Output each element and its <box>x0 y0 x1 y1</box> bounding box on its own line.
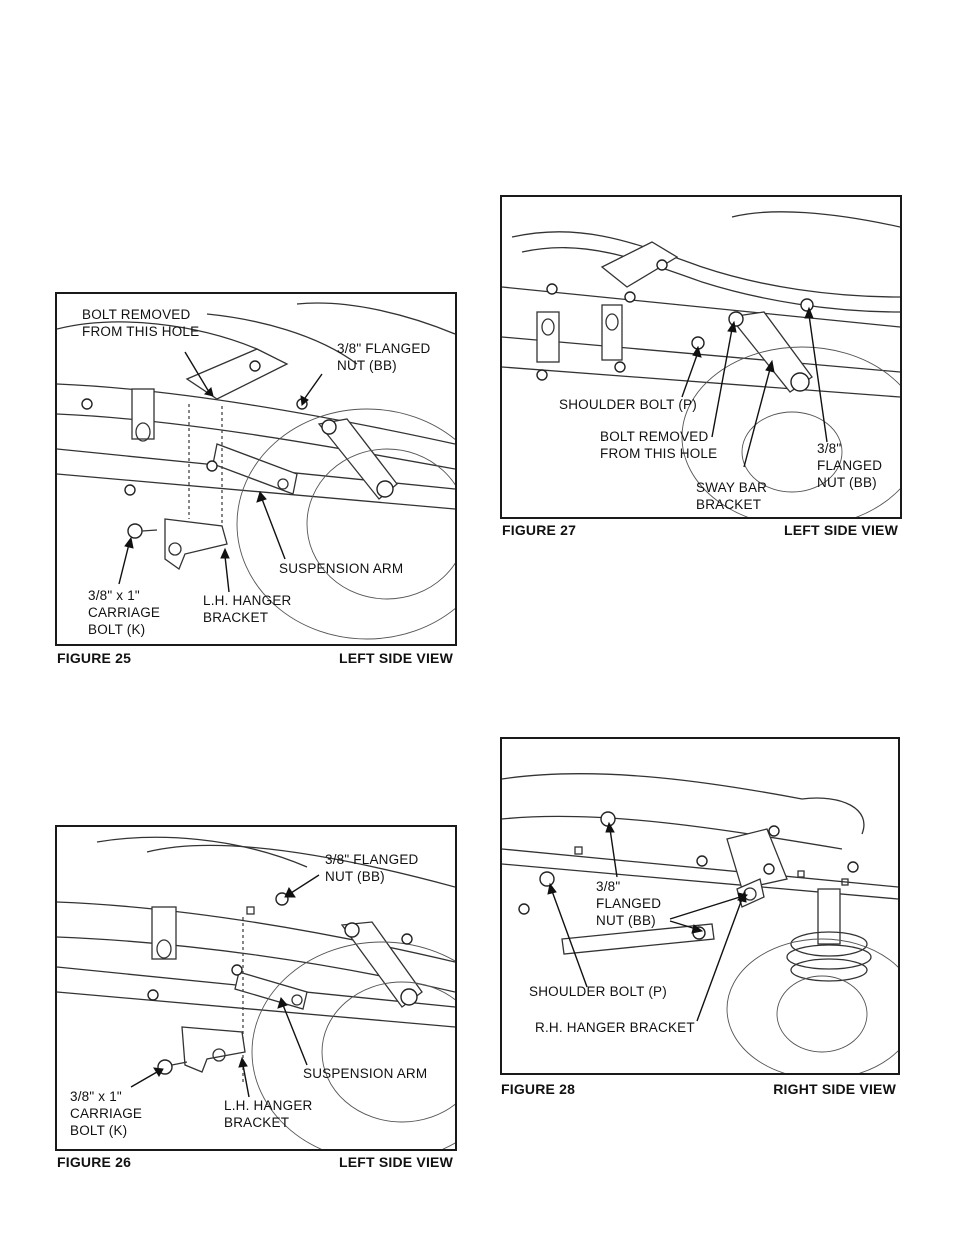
fig26-label-carriage-bolt: 3/8" x 1" CARRIAGE BOLT (K) <box>70 1089 143 1138</box>
figure-28-view: RIGHT SIDE VIEW <box>773 1081 896 1097</box>
fig27-label-flanged-nut: 3/8" FLANGED NUT (BB) <box>817 441 883 490</box>
fig27-label-sway-bar-bracket: SWAY BAR BRACKET <box>696 480 768 512</box>
figure-26-view: LEFT SIDE VIEW <box>338 1154 453 1170</box>
figure-28-drawing <box>502 773 898 1073</box>
figure-25-drawing <box>57 302 455 640</box>
fig25-label-hanger-bracket: L.H. HANGER BRACKET <box>203 593 292 625</box>
figure-25-view: LEFT SIDE VIEW <box>338 650 453 666</box>
fig26-label-suspension-arm: SUSPENSION ARM <box>303 1066 428 1081</box>
fig27-label-shoulder-bolt: SHOULDER BOLT (P) <box>559 397 697 412</box>
figure-26-illustration: 3/8" FLANGED NUT (BB) SUSPENSION ARM 3/8… <box>55 825 457 1151</box>
fig28-label-shoulder-bolt: SHOULDER BOLT (P) <box>529 984 667 999</box>
fig25-label-suspension-arm: SUSPENSION ARM <box>279 561 404 576</box>
fig26-label-flanged-nut: 3/8" FLANGED NUT (BB) <box>325 852 419 884</box>
fig25-label-bolt-removed: BOLT REMOVED FROM THIS HOLE <box>82 307 200 339</box>
fig26-label-hanger-bracket: L.H. HANGER BRACKET <box>224 1098 313 1130</box>
figure-28-caption: FIGURE 28 <box>501 1081 576 1097</box>
fig28-label-flanged-nut: 3/8" FLANGED NUT (BB) <box>596 879 662 928</box>
figure-27-view: LEFT SIDE VIEW <box>783 522 898 538</box>
figure-27-caption: FIGURE 27 <box>502 522 577 538</box>
figure-26-caption: FIGURE 26 <box>57 1154 132 1170</box>
fig28-label-hanger-bracket: R.H. HANGER BRACKET <box>535 1020 695 1035</box>
fig25-label-carriage-bolt: 3/8" x 1" CARRIAGE BOLT (K) <box>88 588 161 637</box>
fig25-label-flanged-nut: 3/8" FLANGED NUT (BB) <box>337 341 431 373</box>
figure-26-drawing <box>57 836 455 1149</box>
figure-27-drawing <box>502 211 900 517</box>
figure-28-illustration: 3/8" FLANGED NUT (BB) SHOULDER BOLT (P) … <box>500 737 900 1075</box>
fig27-label-bolt-removed: BOLT REMOVED FROM THIS HOLE <box>600 429 718 461</box>
figure-25-caption: FIGURE 25 <box>57 650 132 666</box>
figure-25-illustration: BOLT REMOVED FROM THIS HOLE 3/8" FLANGED… <box>55 292 457 646</box>
figure-27-illustration: SHOULDER BOLT (P) BOLT REMOVED FROM THIS… <box>500 195 902 519</box>
